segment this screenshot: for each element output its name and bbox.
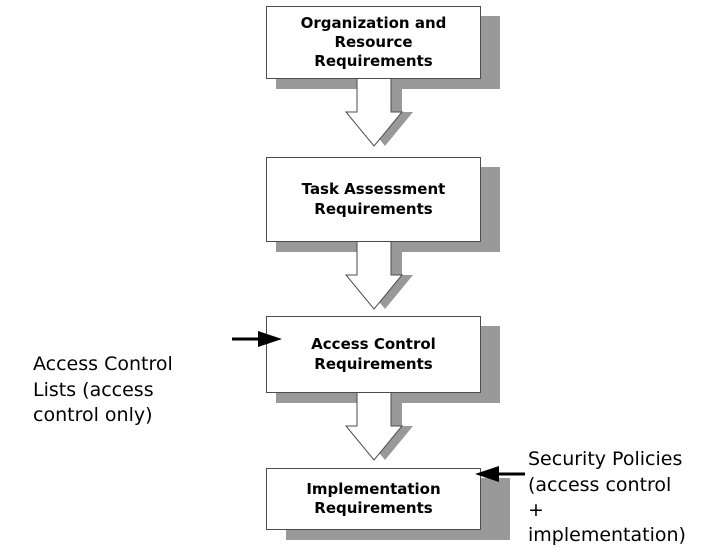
node-label-task-assessment: Task Assessment Requirements xyxy=(301,180,446,218)
node-implementation-requirements[interactable]: Implementation Requirements xyxy=(266,468,481,530)
pointer-arrow-to-access-control-requirements xyxy=(232,330,284,348)
node-label-implementation: Implementation Requirements xyxy=(306,479,441,517)
node-access-control-requirements[interactable]: Access Control Requirements xyxy=(266,316,481,393)
callout-access-control-lists-text: Access Control Lists (access control onl… xyxy=(33,353,173,426)
flow-arrow-task-assessment-to-access-control xyxy=(330,235,420,325)
callout-access-control-lists: Access Control Lists (access control onl… xyxy=(33,327,228,428)
pointer-arrow-to-implementation-requirements xyxy=(473,465,525,483)
node-organization-and-resource-requirements[interactable]: Organization and Resource Requirements xyxy=(266,6,481,79)
flow-arrow-access-control-to-implementation xyxy=(330,386,420,476)
callout-security-policies: Security Policies (access control + impl… xyxy=(528,422,708,548)
node-label-organization: Organization and Resource Requirements xyxy=(300,13,447,71)
flow-arrow-organization-to-task-assessment xyxy=(330,72,420,162)
node-label-access-control: Access Control Requirements xyxy=(311,335,436,373)
node-task-assessment-requirements[interactable]: Task Assessment Requirements xyxy=(266,157,481,242)
callout-security-policies-text: Security Policies (access control + impl… xyxy=(528,448,686,547)
